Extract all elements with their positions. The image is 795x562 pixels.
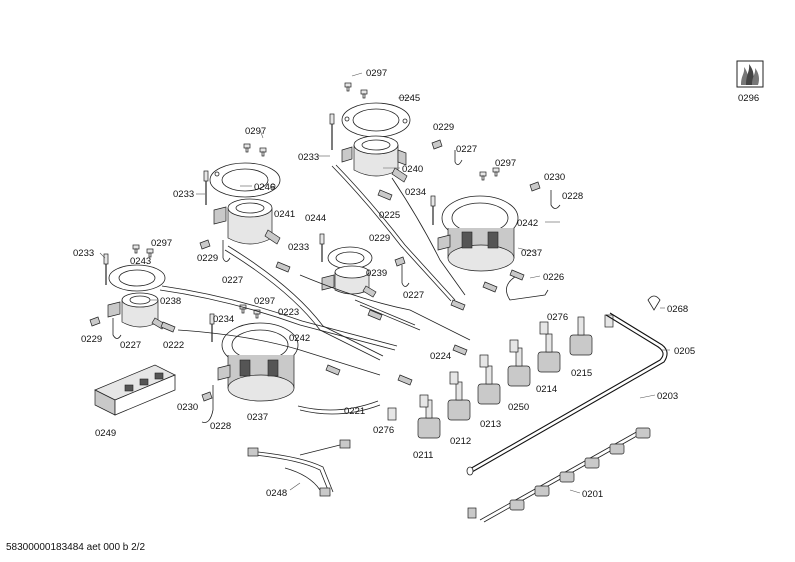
label-0234: 0234 xyxy=(213,314,234,325)
burner-0240 xyxy=(341,102,411,183)
gas-rail xyxy=(466,295,668,476)
label-0229: 0229 xyxy=(433,122,454,133)
ignition-harness xyxy=(467,427,651,523)
leader-lines xyxy=(99,72,670,494)
label-0250: 0250 xyxy=(508,402,529,413)
label-0224: 0224 xyxy=(430,351,451,362)
label-0228: 0228 xyxy=(562,191,583,202)
label-0221: 0221 xyxy=(344,406,365,417)
label-0211: 0211 xyxy=(413,450,433,461)
label-0233: 0233 xyxy=(288,242,309,253)
ignition-module xyxy=(94,364,176,416)
wok-burner-0237-right xyxy=(437,195,519,272)
burner-0241 xyxy=(209,162,281,245)
label-0215: 0215 xyxy=(571,368,592,379)
label-0268: 0268 xyxy=(667,304,688,315)
label-0222: 0222 xyxy=(163,340,184,351)
label-0238: 0238 xyxy=(160,296,181,307)
label-0227: 0227 xyxy=(403,290,424,301)
flame-icon xyxy=(736,60,764,88)
label-0230: 0230 xyxy=(177,402,198,413)
label-0214: 0214 xyxy=(536,384,557,395)
label-0227: 0227 xyxy=(222,275,243,286)
label-0249: 0249 xyxy=(95,428,116,439)
gas-pipes xyxy=(159,164,549,415)
label-0296: 0296 xyxy=(738,93,759,104)
thermocouples xyxy=(103,113,436,342)
label-0230: 0230 xyxy=(544,172,565,183)
screws-0297 xyxy=(132,82,500,319)
label-0226: 0226 xyxy=(543,272,564,283)
burner-0238 xyxy=(107,264,166,330)
label-0225: 0225 xyxy=(379,210,400,221)
label-0239: 0239 xyxy=(366,268,387,279)
label-0297: 0297 xyxy=(245,126,266,137)
label-0234: 0234 xyxy=(405,187,426,198)
label-0228: 0228 xyxy=(210,421,231,432)
label-0245: 0245 xyxy=(399,93,420,104)
label-0212: 0212 xyxy=(450,436,471,447)
label-0233: 0233 xyxy=(73,248,94,259)
label-0242: 0242 xyxy=(517,218,538,229)
injectors xyxy=(160,189,525,386)
label-0237: 0237 xyxy=(521,248,542,259)
label-0233: 0233 xyxy=(298,152,319,163)
gas-valves xyxy=(387,314,614,439)
label-0297: 0297 xyxy=(151,238,172,249)
label-0223: 0223 xyxy=(278,307,299,318)
label-0229: 0229 xyxy=(369,233,390,244)
label-0276: 0276 xyxy=(547,312,568,323)
label-0233: 0233 xyxy=(173,189,194,200)
label-0237: 0237 xyxy=(247,412,268,423)
label-0246: 0246 xyxy=(254,182,275,193)
label-0213: 0213 xyxy=(480,419,501,430)
wok-burner-0237-lower xyxy=(217,322,299,402)
label-0229: 0229 xyxy=(81,334,102,345)
label-0242: 0242 xyxy=(289,333,310,344)
label-0201: 0201 xyxy=(582,489,603,500)
label-0248: 0248 xyxy=(266,488,287,499)
label-0227: 0227 xyxy=(456,144,477,155)
label-0244: 0244 xyxy=(305,213,326,224)
label-0205: 0205 xyxy=(674,346,695,357)
wiring-0248 xyxy=(247,439,351,497)
label-0227: 0227 xyxy=(120,340,141,351)
label-0243: 0243 xyxy=(130,256,151,267)
label-0229: 0229 xyxy=(197,253,218,264)
label-0297: 0297 xyxy=(254,296,275,307)
label-0241: 0241 xyxy=(274,209,295,220)
label-0240: 0240 xyxy=(402,164,423,175)
document-footer: 58300000183484 aet 000 b 2/2 xyxy=(6,542,146,553)
label-0276: 0276 xyxy=(373,425,394,436)
ignition-electrodes xyxy=(89,139,561,423)
label-0203: 0203 xyxy=(657,391,678,402)
label-0297: 0297 xyxy=(495,158,516,169)
label-0297: 0297 xyxy=(366,68,387,79)
part-labels: 0297 0245 0229 0227 0233 0240 0297 0297 … xyxy=(73,68,759,500)
burner-0239 xyxy=(321,246,377,298)
